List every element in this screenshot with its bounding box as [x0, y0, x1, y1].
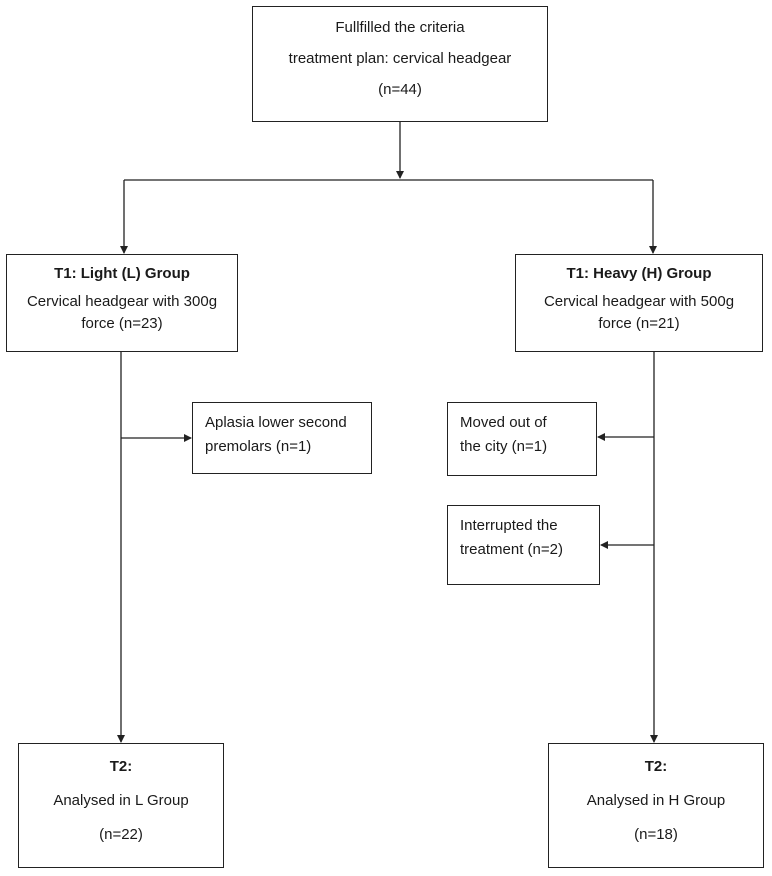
box-final-heavy: T2: Analysed in H Group (n=18)	[548, 743, 764, 868]
light-group-desc-line1: Cervical headgear with 300g	[26, 292, 218, 310]
box-exclusion-light: Aplasia lower second premolars (n=1)	[192, 402, 372, 474]
final-heavy-title: T2:	[644, 758, 668, 775]
light-group-title: T1: Light (L) Group	[54, 265, 190, 282]
box-heavy-group: T1: Heavy (H) Group Cervical headgear wi…	[515, 254, 763, 352]
box-eligibility: Fullfilled the criteria treatment plan: …	[252, 6, 548, 122]
light-group-desc-line2: force (n=23)	[81, 314, 163, 332]
exclusion-light-line2: premolars (n=1)	[205, 438, 312, 455]
final-heavy-count: (n=18)	[634, 825, 678, 843]
eligibility-criteria-text: Fullfilled the criteria	[335, 19, 465, 36]
final-light-count: (n=22)	[99, 825, 143, 843]
eligibility-count-text: (n=44)	[378, 80, 422, 98]
heavy-group-desc-line2: force (n=21)	[598, 314, 680, 332]
box-light-group: T1: Light (L) Group Cervical headgear wi…	[6, 254, 238, 352]
exclusion-heavy-1-line1: Moved out of	[460, 414, 547, 431]
heavy-group-title: T1: Heavy (H) Group	[566, 265, 712, 282]
heavy-group-desc-line1: Cervical headgear with 500g	[543, 292, 735, 310]
final-light-title: T2:	[109, 758, 133, 775]
final-heavy-desc: Analysed in H Group	[586, 791, 726, 809]
final-light-desc: Analysed in L Group	[53, 791, 189, 809]
exclusion-heavy-1-line2: the city (n=1)	[460, 438, 548, 455]
exclusion-heavy-2-line1: Interrupted the	[460, 517, 558, 534]
box-exclusion-heavy-interrupted: Interrupted the treatment (n=2)	[447, 505, 600, 585]
box-exclusion-heavy-moved: Moved out of the city (n=1)	[447, 402, 597, 476]
exclusion-light-line1: Aplasia lower second	[205, 414, 347, 431]
box-final-light: T2: Analysed in L Group (n=22)	[18, 743, 224, 868]
eligibility-plan-text: treatment plan: cervical headgear	[288, 49, 512, 67]
exclusion-heavy-2-line2: treatment (n=2)	[460, 541, 563, 558]
